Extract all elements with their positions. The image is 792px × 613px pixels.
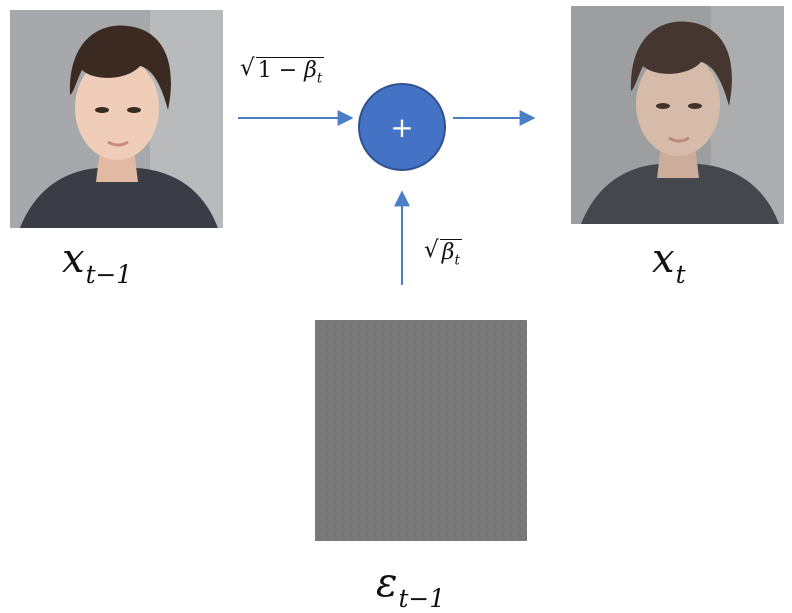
noise-coefficient: √ βt: [424, 237, 462, 269]
noise-image-label: εt−1: [376, 560, 445, 613]
input-image-label: xt−1: [62, 236, 132, 289]
output-label-subscript: t: [675, 260, 686, 290]
portrait-photo-icon: [20, 25, 218, 228]
beta-subscript: t: [454, 252, 460, 269]
signal-coefficient-prefix: 1 −: [257, 58, 305, 83]
plus-icon: +: [390, 111, 413, 144]
output-label-base: x: [652, 236, 675, 282]
input-label-subscript: t−1: [85, 260, 133, 290]
output-image-xt: [571, 6, 784, 224]
input-image-xt-minus-1: [10, 10, 223, 228]
noise-image-epsilon: [315, 320, 527, 541]
sum-node: +: [358, 83, 446, 171]
output-image-label: xt: [652, 236, 686, 289]
gaussian-noise-icon: [315, 320, 527, 541]
signal-coefficient: √ 1 − βt: [240, 55, 325, 87]
noise-label-subscript: t−1: [398, 584, 445, 613]
beta-subscript: t: [316, 70, 323, 87]
beta-symbol: β: [441, 240, 455, 265]
beta-symbol: β: [304, 58, 317, 83]
input-label-base: x: [62, 236, 85, 282]
noise-label-base: ε: [376, 560, 398, 606]
